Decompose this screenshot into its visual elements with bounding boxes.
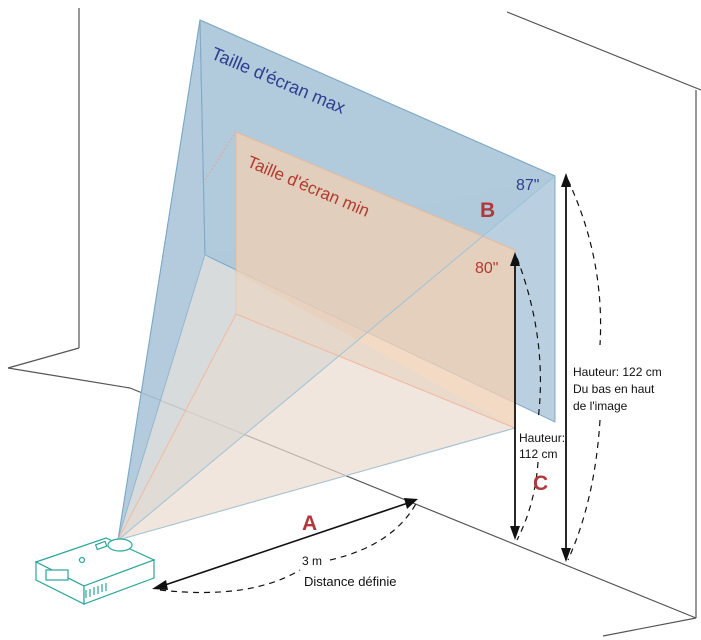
cone-guide-lines: [117, 175, 556, 541]
distance-value: 3 m: [302, 554, 322, 568]
size-max-label: 87": [516, 177, 539, 194]
marker-a: A: [302, 512, 317, 535]
projector-icon: [34, 537, 156, 605]
height-min-label-2: 112 cm: [519, 447, 557, 461]
height-max-label-2: Du bas en haut: [573, 382, 655, 396]
height-max-label-1: Hauteur: 122 cm: [573, 365, 662, 379]
floor-shadow: [118, 255, 515, 540]
marker-b: B: [480, 199, 495, 222]
distance-dashed-arc: [159, 499, 419, 594]
height-dashed-arcs: [516, 179, 602, 561]
height-max-label-3: de l'image: [573, 399, 628, 413]
height-arrow-min: [510, 252, 520, 540]
min-screen-guide: [204, 131, 237, 181]
size-min-label: 80": [475, 260, 498, 277]
distance-caption: Distance définie: [304, 574, 397, 589]
marker-c: C: [533, 472, 548, 495]
distance-arrow: [152, 498, 418, 590]
height-min-label-1: Hauteur:: [519, 431, 565, 445]
height-arrow-max: [561, 173, 571, 562]
